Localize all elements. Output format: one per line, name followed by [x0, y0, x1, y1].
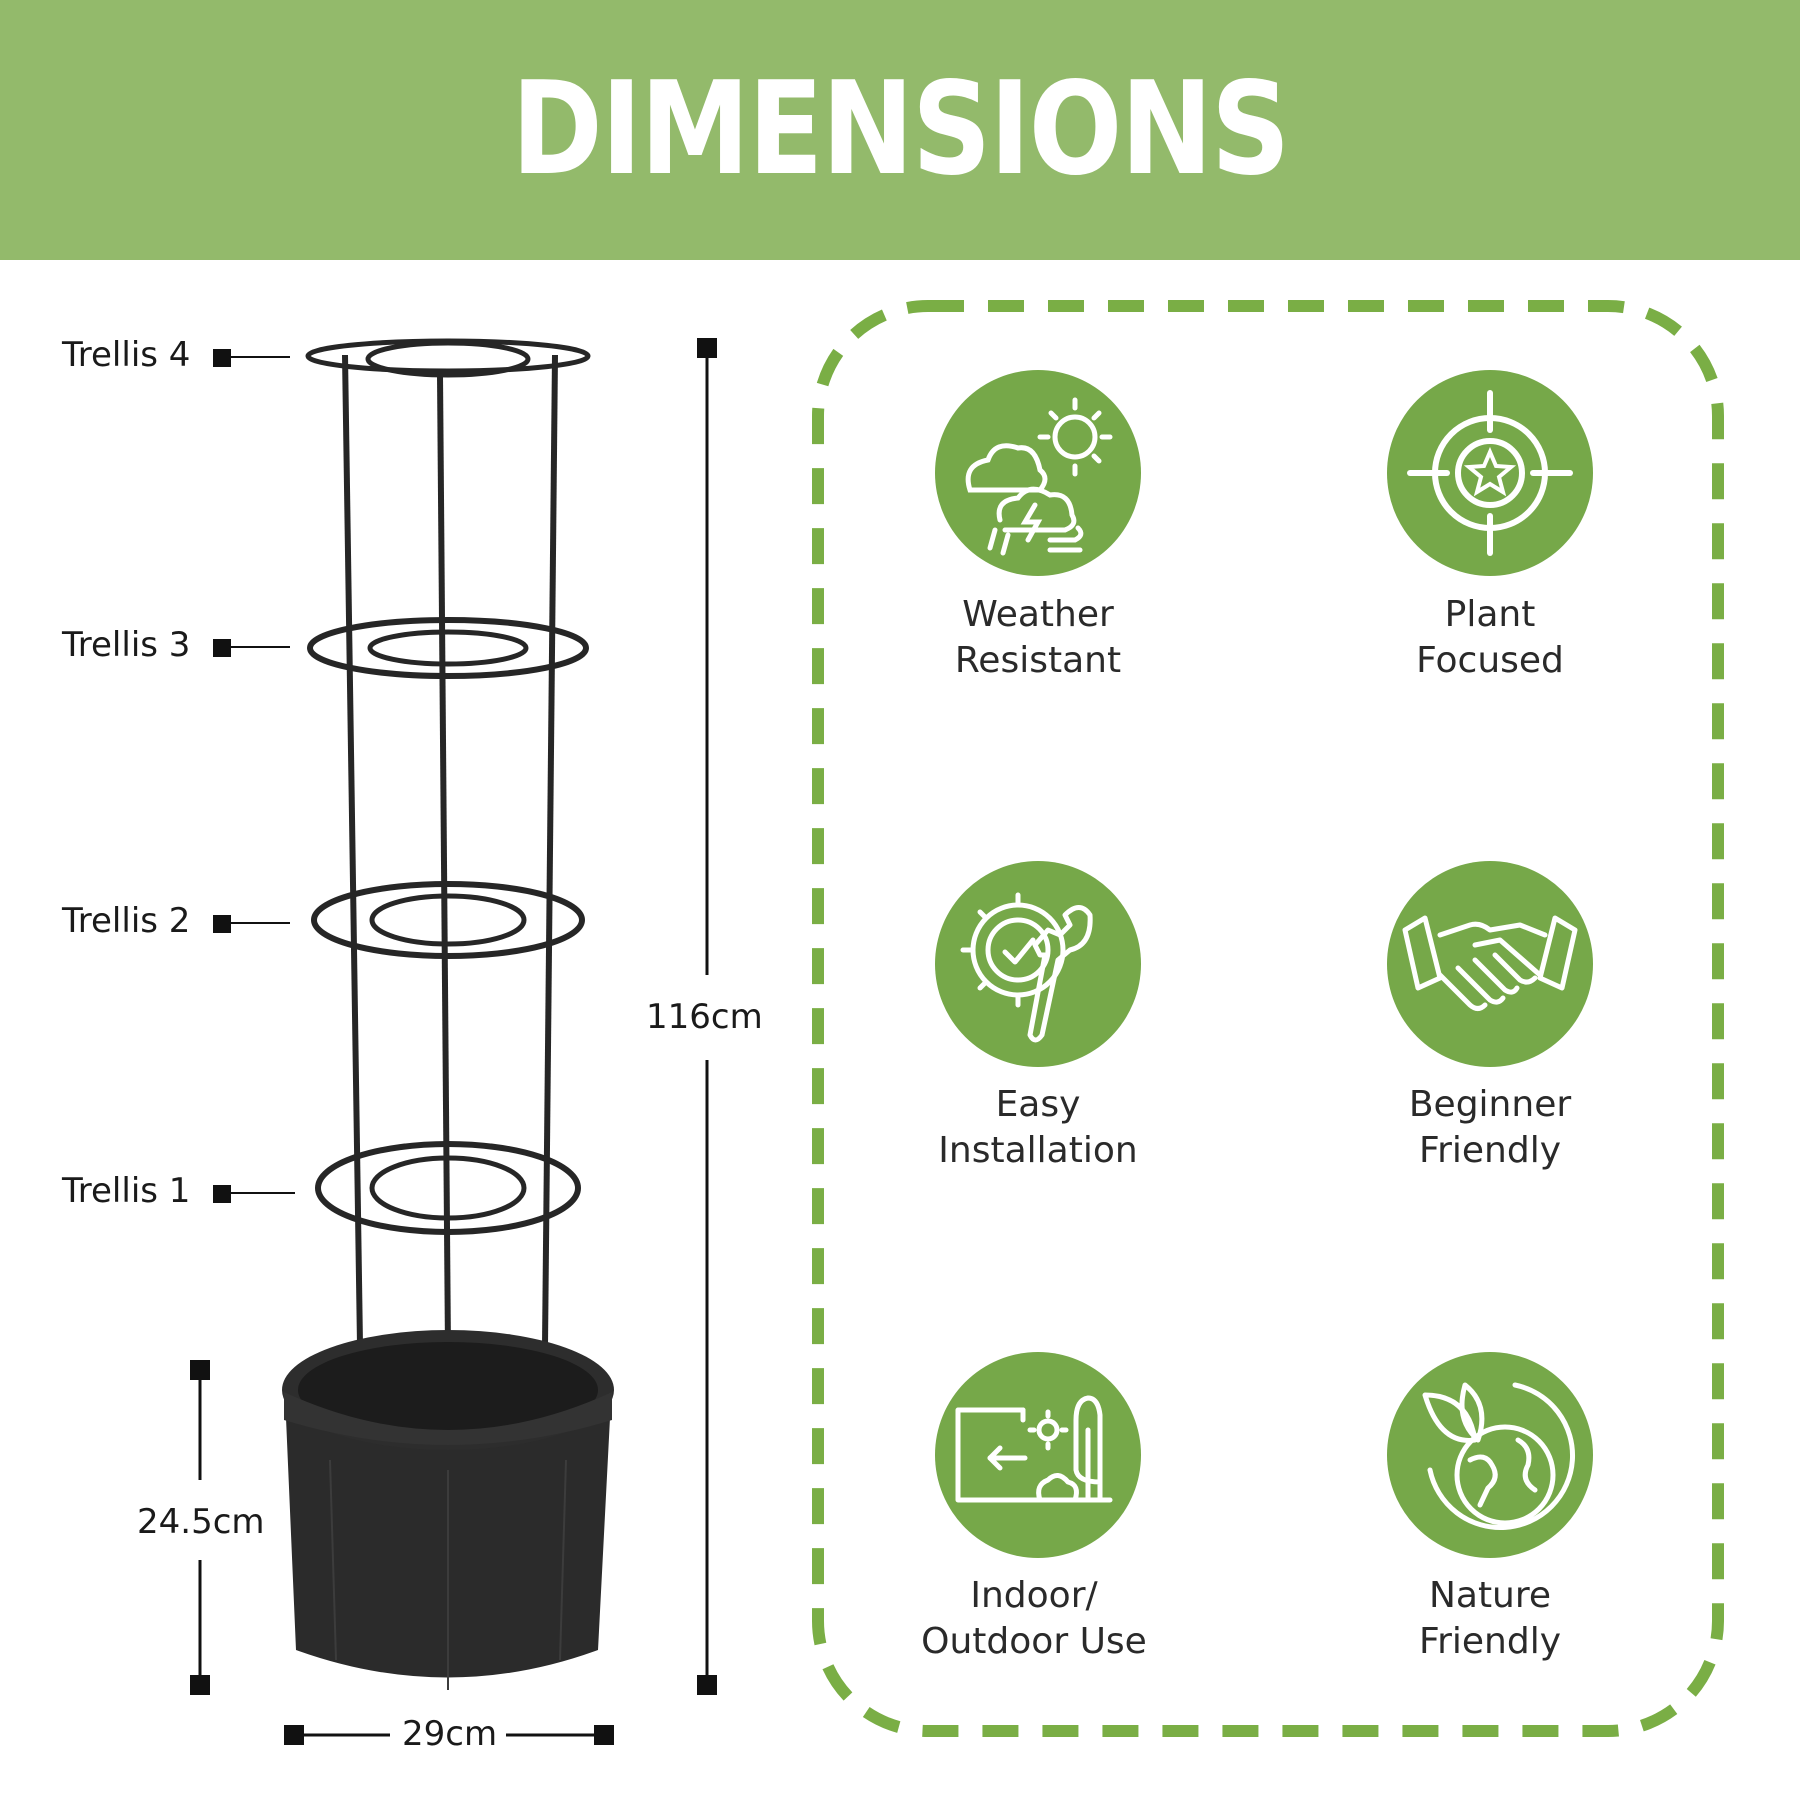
gear-wrench-icon — [935, 861, 1141, 1067]
feature-easy-installation: Easy Installation — [888, 1082, 1188, 1174]
trellis-leaders — [213, 349, 295, 1203]
feature-line1: Easy — [995, 1084, 1081, 1125]
feature-line1: Indoor/ — [970, 1575, 1098, 1616]
trellis-3-label: Trellis 3 — [62, 625, 191, 665]
pot-height-dimension-label: 24.5cm — [137, 1502, 265, 1542]
feature-line2: Installation — [938, 1130, 1138, 1171]
weather-icon — [935, 370, 1141, 576]
handshake-icon — [1387, 861, 1593, 1067]
feature-nature-friendly: Nature Friendly — [1340, 1573, 1640, 1665]
height-dimension-line — [697, 338, 717, 1695]
pot-width-dimension-line — [284, 1725, 614, 1745]
trellis-2-label: Trellis 2 — [62, 901, 191, 941]
page-title: DIMENSIONS — [511, 55, 1290, 204]
leaf-globe-icon — [1387, 1352, 1593, 1558]
feature-line1: Weather — [962, 594, 1114, 635]
feature-line2: Outdoor Use — [921, 1621, 1147, 1662]
target-star-icon — [1387, 370, 1593, 576]
indoor-outdoor-icon — [935, 1352, 1141, 1558]
feature-line2: Friendly — [1418, 1130, 1561, 1171]
trellis-1-label: Trellis 1 — [62, 1171, 191, 1211]
features-dashed-box — [812, 300, 1724, 1737]
trellis-4-label: Trellis 4 — [62, 335, 191, 375]
feature-line2: Friendly — [1418, 1621, 1561, 1662]
pot — [282, 1330, 614, 1690]
feature-line1: Nature — [1428, 1575, 1552, 1616]
feature-beginner-friendly: Beginner Friendly — [1340, 1082, 1640, 1174]
trellis-frame — [305, 338, 591, 1351]
pot-width-dimension-label: 29cm — [402, 1714, 498, 1754]
feature-line2: Resistant — [954, 640, 1122, 681]
feature-indoor-outdoor-use: Indoor/ Outdoor Use — [884, 1573, 1184, 1665]
feature-line1: Plant — [1444, 594, 1536, 635]
feature-line2: Focused — [1416, 640, 1564, 681]
header-banner — [0, 0, 1800, 260]
feature-weather-resistant: Weather Resistant — [888, 592, 1188, 684]
height-dimension-label: 116cm — [646, 997, 763, 1037]
pot-height-dimension-line — [190, 1360, 210, 1695]
feature-line1: Beginner — [1408, 1084, 1572, 1125]
feature-plant-focused: Plant Focused — [1340, 592, 1640, 684]
